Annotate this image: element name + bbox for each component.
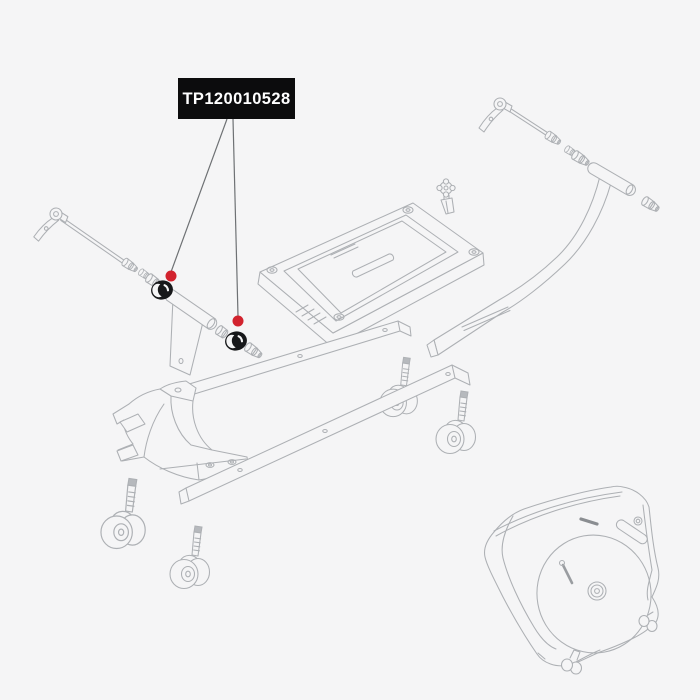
case-wheel-right: [638, 611, 658, 633]
slide-rail-upper: [175, 320, 412, 400]
case-wheel-left: [560, 649, 583, 675]
qr-lever-right: [478, 97, 513, 133]
qr-lever-left: [33, 206, 69, 244]
cone-spacer-plug-2: [242, 341, 265, 361]
caster-wheel-4: [435, 390, 477, 455]
part-number-text: TP120010528: [182, 90, 290, 108]
cone-spacer-plug-far-right: [639, 195, 662, 215]
pedestal-foot: [112, 380, 250, 481]
curved-handle-bar: [426, 162, 636, 358]
thumb-screw-bracket: [436, 178, 456, 215]
support-leg-tube: [164, 289, 229, 376]
slide-rail-lower: [178, 364, 471, 505]
axle-nut-left: [120, 256, 140, 275]
part-number-label-box: [178, 78, 295, 119]
leader-line-1: [170, 118, 228, 273]
bike-travel-case: [484, 485, 660, 675]
part-callout: TP120010528: [165, 78, 295, 327]
axle-nut-right: [543, 129, 563, 147]
part-marker-2[interactable]: [232, 315, 244, 327]
caster-wheel-2: [169, 525, 211, 590]
caster-wheel-1: [100, 477, 146, 550]
part-marker-1[interactable]: [165, 270, 177, 282]
cone-spacer-plug-right-b: [569, 149, 592, 169]
leader-line-2: [232, 118, 239, 317]
top-platform-tray: [257, 202, 485, 348]
quick-release-skewer-right: [478, 97, 662, 215]
part-number-label[interactable]: TP120010528: [178, 78, 295, 119]
quick-release-skewer-left: [33, 206, 166, 292]
